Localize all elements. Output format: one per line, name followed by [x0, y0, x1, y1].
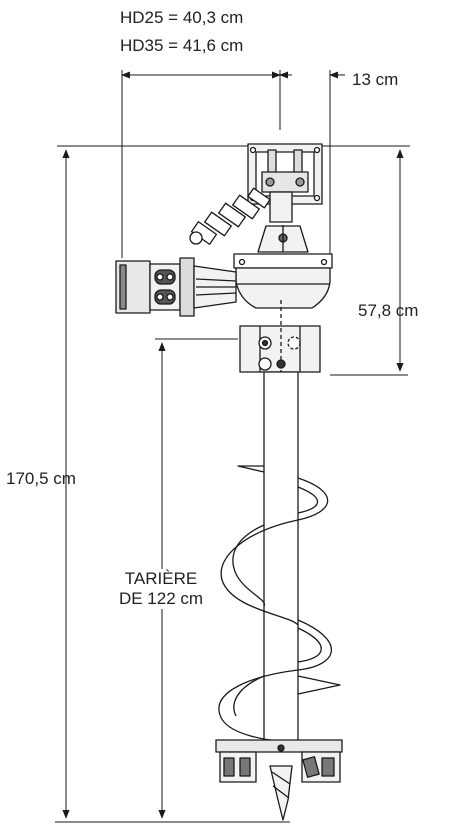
auger-machine: [115, 143, 343, 821]
auger-label-line1: TARIÈRE: [124, 569, 198, 588]
overall-height-label: 170,5 cm: [6, 469, 76, 488]
gearbox-top-ring: [233, 253, 333, 269]
offset-label: 13 cm: [352, 70, 399, 89]
drive-height-label: 57,8 cm: [358, 301, 419, 320]
width-hd25-label: HD25 = 40,3 cm: [120, 8, 244, 27]
auger-shaft: [263, 371, 299, 743]
auger-flighting: [218, 465, 341, 743]
gearbox-body: [235, 267, 331, 309]
motor-flange: [179, 257, 195, 317]
neck: [269, 191, 293, 223]
pilot-bit: [269, 765, 293, 821]
auger-label-line2: DE 122 cm: [118, 589, 204, 608]
dimension-lines: [55, 70, 410, 823]
width-hd35-label: HD35 = 41,6 cm: [120, 36, 244, 55]
auger-length-label: TARIÈRE DE 122 cm: [106, 569, 216, 609]
hydraulic-hoses: [189, 187, 271, 245]
